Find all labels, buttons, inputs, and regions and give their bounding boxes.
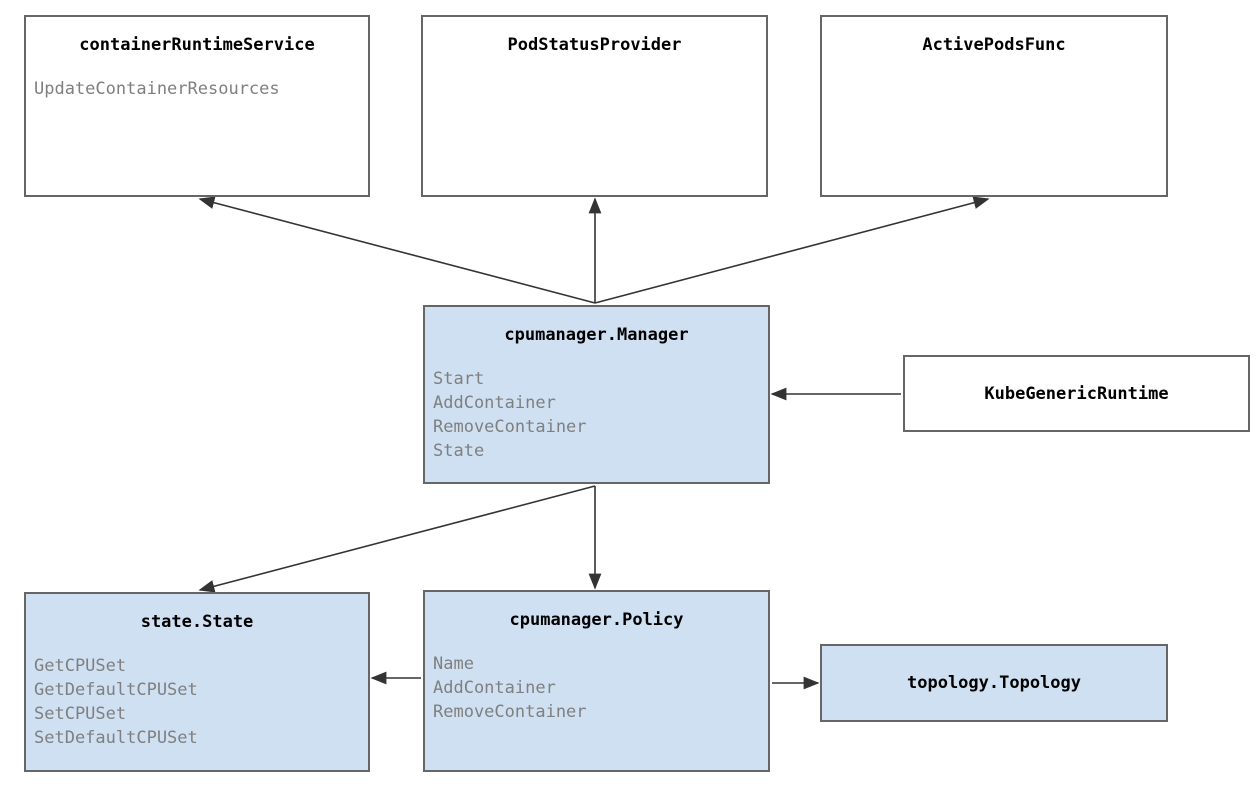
class-member: Name <box>433 654 474 674</box>
class-member: Start <box>433 369 485 389</box>
class-box-title: ActivePodsFunc <box>922 35 1066 55</box>
class-member: AddContainer <box>433 678 556 698</box>
class-member: RemoveContainer <box>433 417 587 437</box>
class-member: State <box>433 441 485 461</box>
class-member: SetCPUSet <box>34 704 127 724</box>
class-box-topologyTopology[interactable]: topology.Topology <box>820 644 1168 722</box>
class-member: AddContainer <box>433 393 556 413</box>
class-box-members: UpdateContainerResources <box>34 77 368 101</box>
class-box-activePodsFunc[interactable]: ActivePodsFunc <box>820 15 1168 197</box>
class-box-podStatusProvider[interactable]: PodStatusProvider <box>421 15 768 197</box>
edge-manager-to-containerRuntimeService <box>198 196 596 304</box>
edge-manager-to-stateState <box>198 485 596 593</box>
class-box-kubeGenericRuntime[interactable]: KubeGenericRuntime <box>903 355 1250 432</box>
class-member: UpdateContainerResources <box>34 79 280 99</box>
class-member: RemoveContainer <box>433 702 587 722</box>
class-member: GetCPUSet <box>34 656 127 676</box>
class-box-title: PodStatusProvider <box>507 35 682 55</box>
class-box-title: KubeGenericRuntime <box>984 384 1169 404</box>
class-member: GetDefaultCPUSet <box>34 680 198 700</box>
class-box-title: state.State <box>140 612 254 632</box>
class-box-title: containerRuntimeService <box>79 35 315 55</box>
edge-manager-to-activePodsFunc <box>594 196 990 304</box>
class-box-title: cpumanager.Manager <box>504 325 689 345</box>
class-member: SetDefaultCPUSet <box>34 728 198 748</box>
class-box-title: topology.Topology <box>907 673 1081 693</box>
class-box-title: cpumanager.Policy <box>509 610 684 630</box>
